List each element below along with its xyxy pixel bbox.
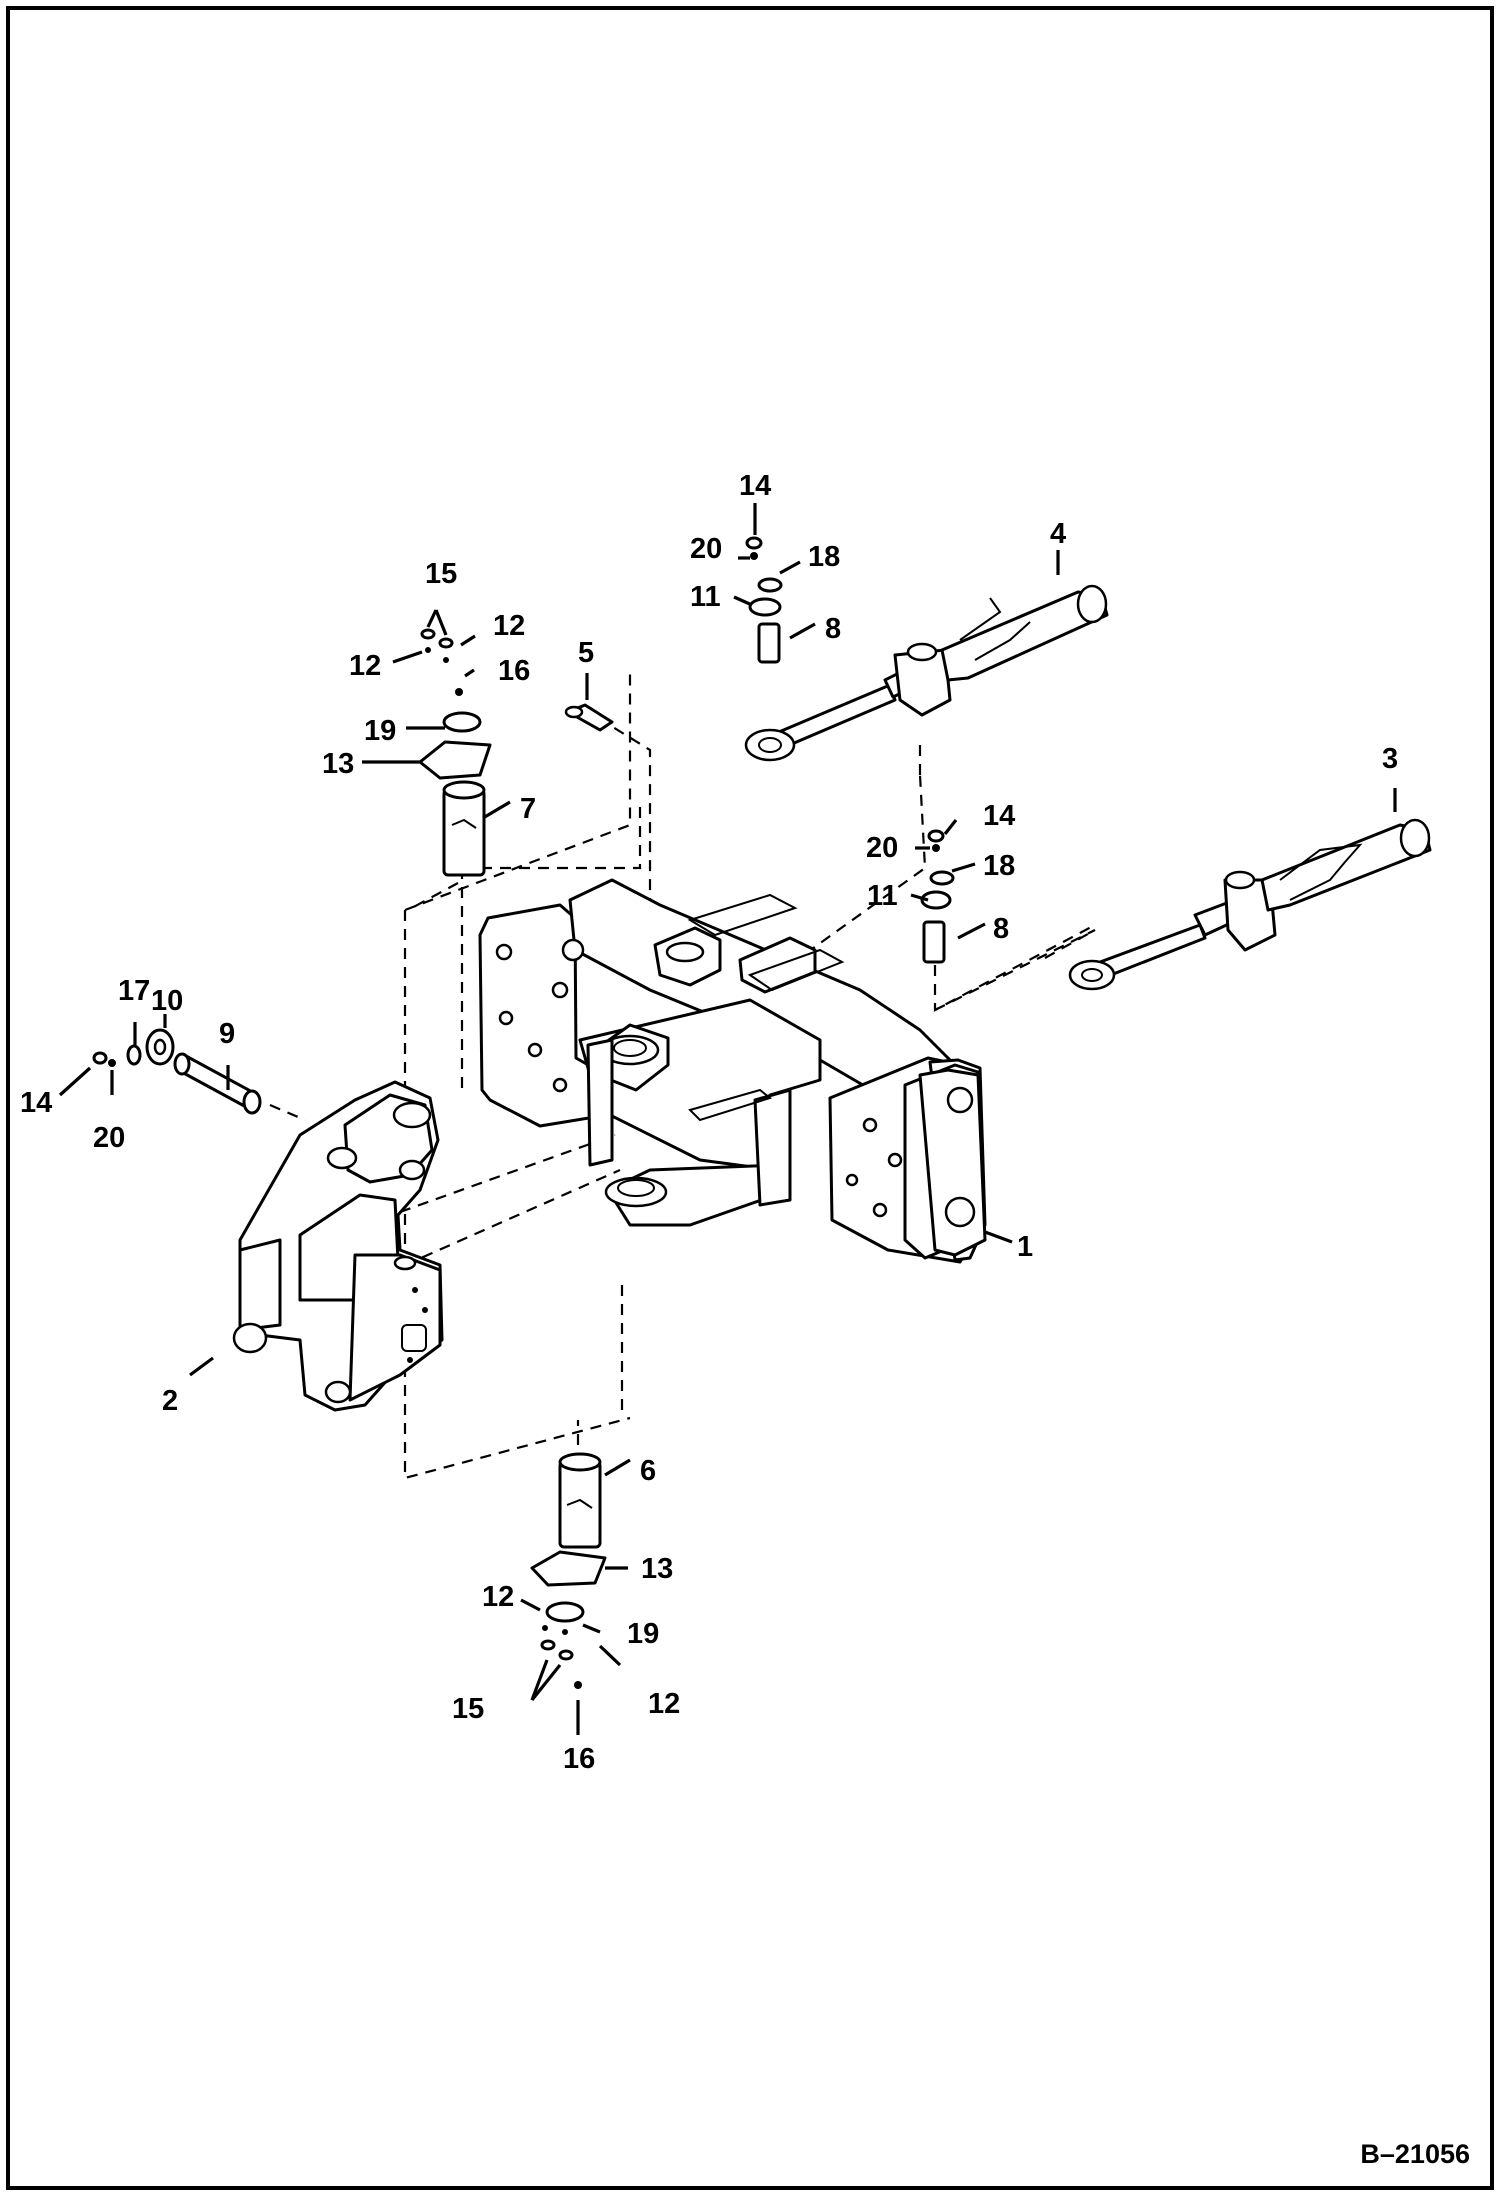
leader-lines [58,503,1397,1735]
label-bolt-upper-right: 12 [493,610,525,642]
label-plate-upper: 13 [322,748,354,780]
cylinder-right-part [1068,818,1432,991]
clip-part [564,703,614,732]
label-bolt-upper-left: 12 [349,650,381,682]
figure-reference: B–21056 [1360,2139,1470,2169]
label-screw-right: 14 [983,800,1015,832]
bolt-lower-left-part [542,1625,548,1631]
label-frame: 1 [1017,1231,1033,1263]
label-cylinder-top: 4 [1050,518,1066,550]
lock-top-part [750,552,758,560]
washer-right-part [920,890,952,910]
bolts-upper-part [420,628,454,649]
screw-right-part [927,829,945,843]
fitting-upper-part [455,688,463,696]
label-washer-top: 11 [690,581,721,613]
plate-upper-part [418,740,492,780]
main-frame-part [478,878,987,1264]
cylinder-top-part [744,584,1109,762]
label-lock-side: 20 [93,1122,125,1154]
plate-side-part [145,1028,175,1066]
screw-side-part [92,1051,108,1065]
fitting-lower-part [574,1681,582,1689]
label-pin-lower: 6 [640,1455,656,1487]
label-washer-side: 17 [118,975,150,1007]
label-lock-top: 20 [690,533,722,565]
label-screw-side: 14 [20,1087,52,1119]
bolt-upper-right-part [443,657,449,663]
bolts-lower-part [540,1639,574,1661]
item-labels: 1 2 3 4 5 6 7 8 8 9 10 11 11 12 12 12 12… [20,470,1398,1775]
label-ring-lower: 19 [627,1618,659,1650]
label-screw-top: 14 [739,470,771,502]
pin-side-part [173,1052,262,1115]
plate-lower-part [530,1550,607,1587]
label-bolts-lower: 15 [452,1693,484,1725]
pin-upper-part [442,780,486,877]
label-cylinder-right: 3 [1382,743,1398,775]
label-fitting-upper: 16 [498,655,530,687]
label-plate-side: 10 [151,985,183,1017]
ring-upper-part [442,711,482,733]
label-ring-right: 18 [983,850,1015,882]
label-plate-lower: 13 [641,1553,673,1585]
label-ring-top: 18 [808,541,840,573]
lock-right-part [932,844,940,852]
bushing-top-part [757,622,781,664]
label-bolt-lower-right: 12 [648,1688,680,1720]
ring-right-part [929,870,955,886]
label-bolt-lower-left: 12 [482,1581,514,1613]
ring-lower-part [545,1601,585,1623]
label-fitting-lower: 16 [563,1743,595,1775]
bushing-right-part [922,920,946,964]
screw-top-part [745,536,763,550]
label-lock-right: 20 [866,832,898,864]
label-washer-right: 11 [867,880,898,912]
bolt-lower-right-part [562,1629,568,1635]
label-ring-upper: 19 [364,715,396,747]
label-bolts-upper: 15 [425,558,457,590]
bolt-upper-left-part [425,647,431,653]
swing-casting-part [232,1080,444,1412]
label-swing-casting: 2 [162,1385,178,1417]
washer-top-part [748,597,782,617]
figure-frame [6,6,1494,2190]
washer-side-part [126,1044,142,1066]
lock-side-part [108,1059,116,1067]
label-bushing-right: 8 [993,913,1009,945]
label-pin-upper: 7 [520,793,536,825]
label-pin-side: 9 [219,1018,235,1050]
label-bushing-top: 8 [825,613,841,645]
pin-lower-part [558,1452,602,1549]
label-clip: 5 [578,637,594,669]
ring-top-part [757,577,783,593]
